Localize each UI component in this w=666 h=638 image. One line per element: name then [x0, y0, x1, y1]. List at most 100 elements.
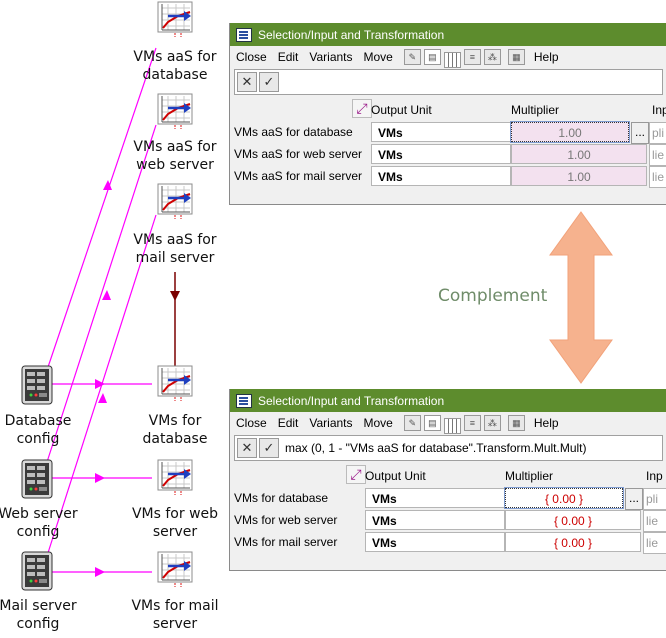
- chart-node-icon[interactable]: [156, 550, 194, 589]
- server-config-icon[interactable]: [21, 459, 53, 499]
- row-label: VMs aaS for database: [234, 125, 353, 139]
- list-icon[interactable]: ≡: [463, 415, 481, 431]
- list-icon[interactable]: ≡: [463, 49, 481, 65]
- table-row: VMs for web server VMs { 0.00 } lie: [230, 510, 666, 532]
- menubar: Close Edit Variants Move ✎ ▤ ≡ ⁂ ▦ Help: [230, 46, 666, 68]
- table-row: VMs aaS for web server VMs 1.00 lie: [230, 144, 666, 166]
- server-config-icon[interactable]: [21, 365, 53, 405]
- window-title: Selection/Input and Transformation: [258, 27, 445, 42]
- format-icon[interactable]: ⁂: [483, 415, 501, 431]
- menu-close[interactable]: Close: [236, 50, 267, 64]
- cancel-icon[interactable]: ✕: [237, 438, 257, 458]
- app-icon: [236, 393, 252, 408]
- menu-edit[interactable]: Edit: [277, 416, 299, 430]
- chart-node-icon[interactable]: [156, 364, 194, 403]
- output-unit-cell[interactable]: VMs: [371, 122, 511, 142]
- multiplier-cell[interactable]: 1.00: [510, 121, 630, 143]
- format-icon[interactable]: ⁂: [483, 49, 501, 65]
- edit-note-icon[interactable]: ✎: [403, 49, 421, 65]
- selection-window-top: Selection/Input and Transformation Close…: [229, 23, 666, 205]
- magenta-horizontal-arrowheads: [95, 379, 105, 577]
- header-multiplier: Multiplier: [511, 103, 560, 117]
- dots-button[interactable]: ...: [625, 488, 643, 510]
- multiplier-cell[interactable]: 1.00: [511, 144, 647, 164]
- chart-node-icon[interactable]: [156, 458, 194, 497]
- table-icon[interactable]: [443, 52, 461, 68]
- output-unit-cell[interactable]: VMs: [365, 532, 505, 552]
- menu-variants[interactable]: Variants: [309, 416, 353, 430]
- input-cut-cell[interactable]: lie: [649, 144, 666, 166]
- data-grid: ⤢ Output Unit Multiplier Inp VMs aaS for…: [230, 99, 666, 201]
- row-label: VMs aaS for mail server: [234, 169, 363, 183]
- chart-node-icon[interactable]: [156, 92, 194, 131]
- menu-edit[interactable]: Edit: [277, 50, 299, 64]
- formula-input[interactable]: max (0, 1 - "VMs aaS for database".Trans…: [285, 441, 587, 455]
- table-icon[interactable]: [443, 418, 461, 434]
- app-icon: [236, 27, 252, 42]
- window-title: Selection/Input and Transformation: [258, 393, 445, 408]
- table-row: VMs for mail server VMs { 0.00 } lie: [230, 532, 666, 554]
- magenta-links: [46, 47, 157, 557]
- chart-node-icon[interactable]: [156, 182, 194, 221]
- chart-node-icon[interactable]: [156, 0, 194, 39]
- calculator-icon[interactable]: ▦: [507, 49, 525, 65]
- output-unit-cell[interactable]: VMs: [365, 510, 505, 530]
- confirm-icon[interactable]: ✓: [259, 72, 279, 92]
- window-titlebar[interactable]: Selection/Input and Transformation: [230, 23, 666, 46]
- swap-axes-icon[interactable]: ⤢: [352, 99, 372, 118]
- menu-close[interactable]: Close: [236, 416, 267, 430]
- input-cut-cell[interactable]: pli: [649, 122, 666, 144]
- menubar: Close Edit Variants Move ✎ ▤ ≡ ⁂ ▦ Help: [230, 412, 666, 434]
- menu-move[interactable]: Move: [363, 416, 393, 430]
- input-cut-cell[interactable]: lie: [643, 510, 666, 532]
- input-cut-cell[interactable]: lie: [649, 166, 666, 188]
- output-unit-cell[interactable]: VMs: [371, 166, 511, 186]
- chart-icon[interactable]: ▤: [423, 415, 441, 431]
- dark-red-link: [170, 272, 180, 370]
- selection-window-bottom: Selection/Input and Transformation Close…: [229, 389, 666, 571]
- server-config-icon[interactable]: [21, 551, 53, 591]
- input-cut-cell[interactable]: lie: [643, 532, 666, 554]
- menu-variants[interactable]: Variants: [309, 50, 353, 64]
- chart-icon[interactable]: ▤: [423, 49, 441, 65]
- multiplier-cell[interactable]: { 0.00 }: [504, 487, 624, 509]
- menu-help[interactable]: Help: [533, 50, 559, 64]
- cancel-icon[interactable]: ✕: [237, 72, 257, 92]
- multiplier-cell[interactable]: { 0.00 }: [505, 532, 641, 552]
- output-unit-cell[interactable]: VMs: [365, 488, 505, 508]
- formula-bar: ✕ ✓: [234, 69, 663, 95]
- input-cut-cell[interactable]: pli: [643, 488, 666, 510]
- formula-bar: ✕ ✓ max (0, 1 - "VMs aaS for database".T…: [234, 435, 663, 461]
- dots-button[interactable]: ...: [631, 122, 649, 144]
- swap-axes-icon[interactable]: ⤢: [346, 465, 366, 484]
- menu-move[interactable]: Move: [363, 50, 393, 64]
- multiplier-cell[interactable]: { 0.00 }: [505, 510, 641, 530]
- calculator-icon[interactable]: ▦: [507, 415, 525, 431]
- multiplier-cell[interactable]: 1.00: [511, 166, 647, 186]
- influence-diagram: [21, 0, 194, 591]
- window-titlebar[interactable]: Selection/Input and Transformation: [230, 389, 666, 412]
- row-label: VMs for mail server: [234, 535, 338, 549]
- table-row: VMs aaS for mail server VMs 1.00 lie: [230, 166, 666, 188]
- header-output-unit: Output Unit: [365, 469, 426, 483]
- row-label: VMs aaS for web server: [234, 147, 363, 161]
- header-multiplier: Multiplier: [505, 469, 554, 483]
- confirm-icon[interactable]: ✓: [259, 438, 279, 458]
- complement-label: Complement: [438, 286, 548, 306]
- row-label: VMs for database: [234, 491, 329, 505]
- header-output-unit: Output Unit: [371, 103, 432, 117]
- header-input-cut: Inp: [652, 103, 666, 117]
- row-label: VMs for web server: [234, 513, 338, 527]
- output-unit-cell[interactable]: VMs: [371, 144, 511, 164]
- menu-help[interactable]: Help: [533, 416, 559, 430]
- edit-note-icon[interactable]: ✎: [403, 415, 421, 431]
